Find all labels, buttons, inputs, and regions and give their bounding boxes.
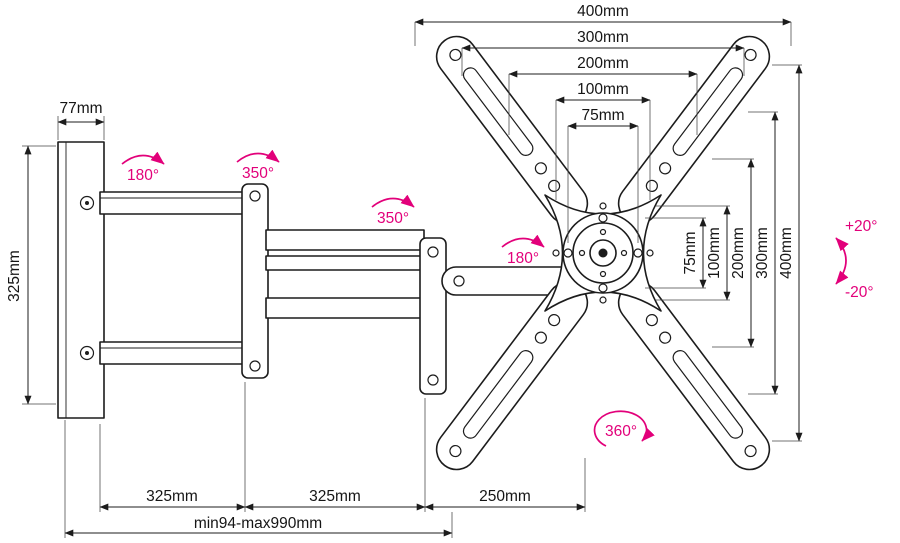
angle-elbow1-swivel: 350° — [242, 165, 274, 182]
vesa-slot-upper-right — [672, 67, 744, 156]
vesa-bracket — [435, 35, 771, 471]
dim-right-75: 75mm — [682, 231, 699, 274]
dimensions-top: 400mm 300mm 200mm 100mm 75mm — [414, 3, 792, 243]
dim-top-300: 300mm — [577, 29, 629, 46]
dimensions-bottom: 325mm 325mm 250mm min94-max990mm — [64, 382, 586, 538]
arm2-top-bar — [265, 229, 425, 251]
dim-right-400: 400mm — [778, 227, 795, 279]
vesa-slot-lower-left — [462, 350, 534, 439]
head-rotation-arrow-icon — [593, 410, 655, 447]
wall-plate — [57, 141, 105, 419]
elbow2-pivot-bottom — [427, 374, 439, 386]
dimensions-right: 75mm 100mm 200mm 300mm 400mm — [645, 64, 803, 442]
elbow2-pivot-top — [427, 246, 439, 258]
elbow1-pivot-top — [249, 190, 261, 202]
dimension-wall-height: 325mm — [6, 145, 56, 405]
dim-bottom-arm2: 325mm — [309, 488, 361, 505]
vesa-arm-upper-right — [617, 35, 771, 225]
angle-wall-swivel: 180° — [127, 167, 159, 184]
angle-tilt-up: +20° — [845, 218, 878, 235]
vesa-arm-upper-left — [435, 35, 589, 225]
elbow-joint-1 — [241, 183, 269, 379]
angle-elbow2-swivel: 350° — [377, 210, 409, 227]
dim-extension-range: min94-max990mm — [194, 515, 322, 532]
dimension-wall-width: 77mm — [57, 100, 105, 140]
vesa-slot-upper-left — [462, 67, 534, 156]
dim-top-200: 200mm — [577, 55, 629, 72]
dim-right-300: 300mm — [754, 227, 771, 279]
head-swivel-arrow-icon — [501, 234, 545, 248]
vesa-arm-lower-right — [617, 281, 771, 471]
angle-head-swivel: 180° — [507, 250, 539, 267]
elbow2-swivel-arrow-icon — [371, 194, 415, 208]
vesa-arm-lower-left — [435, 281, 589, 471]
dim-wall-width: 77mm — [59, 100, 102, 117]
dim-right-100: 100mm — [706, 227, 723, 279]
arm1-bottom-bar — [99, 341, 249, 365]
arm1-top-bar — [99, 191, 249, 215]
vesa-slot-lower-right — [672, 350, 744, 439]
angle-tilt-down: -20° — [845, 284, 874, 301]
angle-head-rotation: 360° — [605, 423, 637, 440]
dim-top-75: 75mm — [581, 107, 624, 124]
tilt-arrow-icon — [835, 237, 849, 285]
dim-bottom-arm1: 325mm — [146, 488, 198, 505]
dim-bottom-head: 250mm — [479, 488, 531, 505]
wall-arm-assembly — [57, 141, 578, 419]
rotation-annotations: 180° 350° 350° 180° 360° +20° -20° — [121, 149, 878, 447]
swivel-hub-center — [598, 248, 608, 258]
dim-top-400: 400mm — [577, 3, 629, 20]
elbow-joint-2 — [419, 237, 447, 395]
dim-wall-height: 325mm — [6, 250, 23, 302]
elbow1-pivot-bottom — [249, 360, 261, 372]
wall-swivel-arrow-icon — [121, 151, 165, 165]
arm2-bottom-bar — [265, 297, 425, 319]
elbow1-swivel-arrow-icon — [236, 149, 280, 163]
head-link-pivot — [453, 275, 465, 287]
arm2-mid-bar — [265, 255, 425, 271]
dim-top-100: 100mm — [577, 81, 629, 98]
dim-right-200: 200mm — [730, 227, 747, 279]
